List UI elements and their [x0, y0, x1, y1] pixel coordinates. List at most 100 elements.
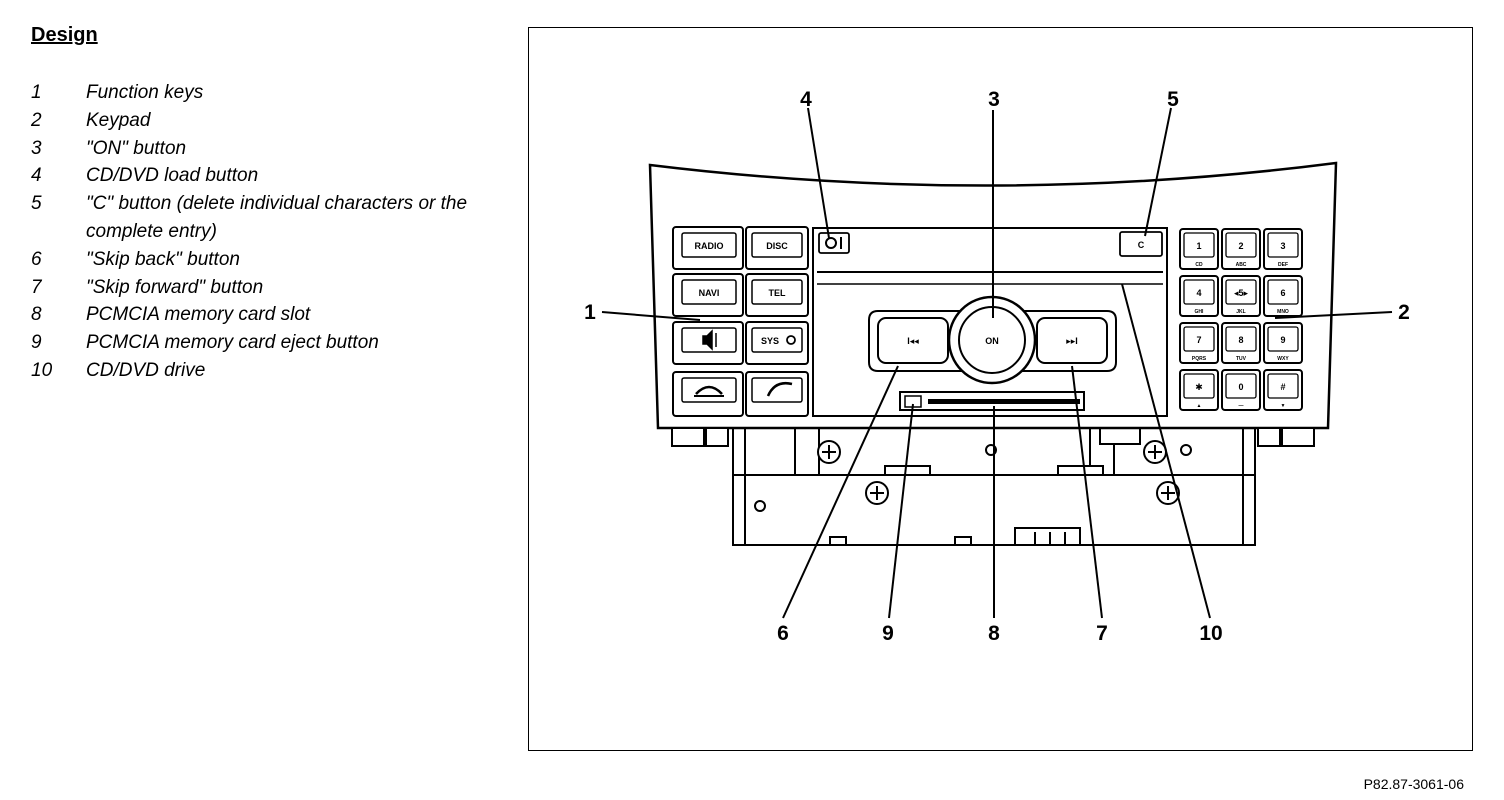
legend-text: "ON" button: [86, 137, 187, 159]
radio-label: RADIO: [695, 241, 724, 251]
legend-item: 1 Function keys: [31, 79, 486, 107]
legend-number: 3: [31, 137, 42, 159]
c-label: C: [1138, 240, 1145, 250]
legend-item: 5 "C" button (delete individual character…: [31, 190, 486, 246]
legend-text: PCMCIA memory card slot: [86, 304, 311, 326]
legend-number: 7: [31, 276, 42, 298]
callout-8: 8: [988, 622, 1000, 645]
legend-number: 6: [31, 248, 42, 270]
legend-number: 8: [31, 304, 42, 326]
keypad-key-face: [1267, 326, 1299, 352]
legend-text: CD/DVD drive: [86, 359, 206, 381]
legend-item: 2 Keypad: [31, 107, 486, 135]
keypad-key-face: [1225, 279, 1257, 305]
c-button[interactable]: [1119, 231, 1163, 257]
keypad-key-sublabel: —: [1239, 403, 1244, 409]
keypad-key-label: ✱: [1195, 382, 1203, 392]
keypad-key-sublabel: GHI: [1195, 309, 1205, 315]
keypad-key-face: [1183, 232, 1215, 258]
keypad-key-label: 1: [1196, 241, 1201, 251]
keypad-key-face: [1225, 373, 1257, 399]
callout-5: 5: [1167, 88, 1179, 111]
keypad-key-label: 6: [1280, 288, 1285, 298]
legend-text: Keypad: [86, 109, 151, 131]
keypad-key-label: 8: [1238, 335, 1243, 345]
section-heading: Design: [31, 24, 98, 46]
callout-7: 7: [1096, 622, 1108, 645]
keypad-key-label: 3: [1280, 241, 1285, 251]
skip-forward-icon: ▸▸I: [1066, 336, 1078, 346]
legend-number: 4: [31, 165, 42, 187]
power-icon: [786, 335, 796, 345]
keypad-key-label: #: [1280, 382, 1285, 392]
keypad-key-face: [1225, 232, 1257, 258]
keypad-key-sublabel: ▲: [1197, 403, 1202, 409]
callout-2: 2: [1398, 301, 1410, 324]
legend-number: 1: [31, 82, 42, 103]
legend-text: "C" button (delete individual characters…: [86, 193, 468, 242]
legend-item: 3 "ON" button: [31, 135, 486, 163]
disc-label: DISC: [766, 241, 788, 251]
legend-item: 10 CD/DVD drive: [31, 357, 486, 385]
legend-number: 2: [31, 109, 42, 131]
eject-icon: [825, 237, 842, 249]
keypad-key-face: [1267, 232, 1299, 258]
keypad-key-face: [1183, 279, 1215, 305]
sys-label: SYS: [761, 336, 779, 346]
callout-6: 6: [777, 622, 789, 645]
keypad-key-sublabel: DEF: [1278, 262, 1288, 268]
callout-1: 1: [584, 301, 596, 324]
keypad-key-sublabel: ▼: [1281, 403, 1286, 409]
keypad-key-label: 4: [1196, 288, 1201, 298]
keypad-key-sublabel: MNO: [1277, 309, 1289, 315]
keypad-key-label: 0: [1238, 382, 1243, 392]
on-label: ON: [985, 336, 999, 346]
keypad-key-face: [1225, 326, 1257, 352]
keypad-key-face: [1267, 373, 1299, 399]
pcmcia-card-slot: [928, 399, 1080, 404]
keypad-key-sublabel: ABC: [1236, 262, 1247, 268]
callout-10: 10: [1199, 622, 1222, 645]
legend-text: "Skip back" button: [86, 248, 240, 270]
navi-label: NAVI: [699, 288, 720, 298]
disc-load-button[interactable]: [818, 232, 850, 254]
skip-back-icon: I◂◂: [907, 336, 919, 346]
legend-item: 7 "Skip forward" button: [31, 274, 486, 302]
tel-label: TEL: [769, 288, 787, 298]
skip-forward-button[interactable]: [1036, 317, 1108, 364]
legend-number: 10: [31, 359, 53, 381]
figure-reference: P82.87-3061-06: [1363, 776, 1464, 792]
keypad-key-sublabel: TUV: [1236, 356, 1247, 362]
phone-hangup-icon: [694, 385, 724, 397]
keypad-key-sublabel: JKL: [1236, 309, 1245, 315]
keypad-key-face: [1267, 279, 1299, 305]
legend-text: "Skip forward" button: [86, 276, 264, 298]
legend-number: 9: [31, 332, 42, 354]
legend-item: 8 PCMCIA memory card slot: [31, 301, 486, 329]
keypad-key-sublabel: WXY: [1277, 356, 1289, 362]
keypad-key-label: 7: [1196, 335, 1201, 345]
legend-text: CD/DVD load button: [86, 165, 259, 187]
keypad-key-label: 9: [1280, 335, 1285, 345]
screws: [817, 440, 1180, 505]
keypad-key-sublabel: PQRS: [1192, 356, 1207, 362]
legend-item: 6 "Skip back" button: [31, 246, 486, 274]
keypad-key-label: ◂5▸: [1234, 288, 1249, 298]
callout-9: 9: [882, 622, 894, 645]
speaker-mute-icon: [702, 329, 717, 351]
callout-3: 3: [988, 88, 1000, 111]
keypad-key-face: [1183, 326, 1215, 352]
legend-text: PCMCIA memory card eject button: [86, 332, 379, 354]
keypad-key-sublabel: CD: [1195, 262, 1203, 268]
leader-lines: [601, 107, 1393, 619]
legend-text: Function keys: [86, 82, 204, 103]
keypad-key-label: 2: [1238, 241, 1243, 251]
callout-4: 4: [800, 88, 812, 111]
keypad-key-face: [1183, 373, 1215, 399]
legend-item: 9 PCMCIA memory card eject button: [31, 329, 486, 357]
legend-number: 5: [31, 193, 42, 215]
legend-item: 4 CD/DVD load button: [31, 162, 486, 190]
